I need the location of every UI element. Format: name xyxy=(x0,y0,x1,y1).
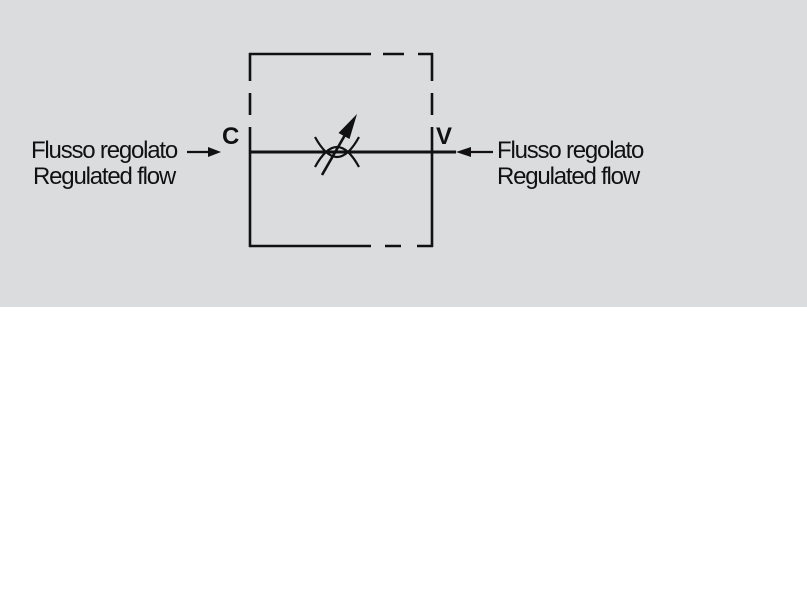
port-label-c: C xyxy=(222,123,239,150)
left-flow-label: Flusso regolato Regulated flow xyxy=(16,138,192,190)
diagram-panel: Flusso regolato Regulated flow Flusso re… xyxy=(0,0,807,307)
right-flow-label-english: Regulated flow xyxy=(497,163,640,190)
left-flow-arrow-icon xyxy=(187,147,221,157)
adjustability-arrow-icon xyxy=(320,114,357,176)
right-flow-arrow-icon xyxy=(456,147,493,157)
left-flow-label-english: Regulated flow xyxy=(33,163,176,190)
left-flow-label-italian: Flusso regolato xyxy=(30,137,178,164)
valve-schematic-svg xyxy=(187,52,493,248)
dashed-valve-envelope xyxy=(248,52,434,248)
right-flow-label: Flusso regolato Regulated flow xyxy=(497,137,644,190)
right-flow-label-italian: Flusso regolato xyxy=(497,137,644,164)
port-label-v: V xyxy=(436,123,452,150)
